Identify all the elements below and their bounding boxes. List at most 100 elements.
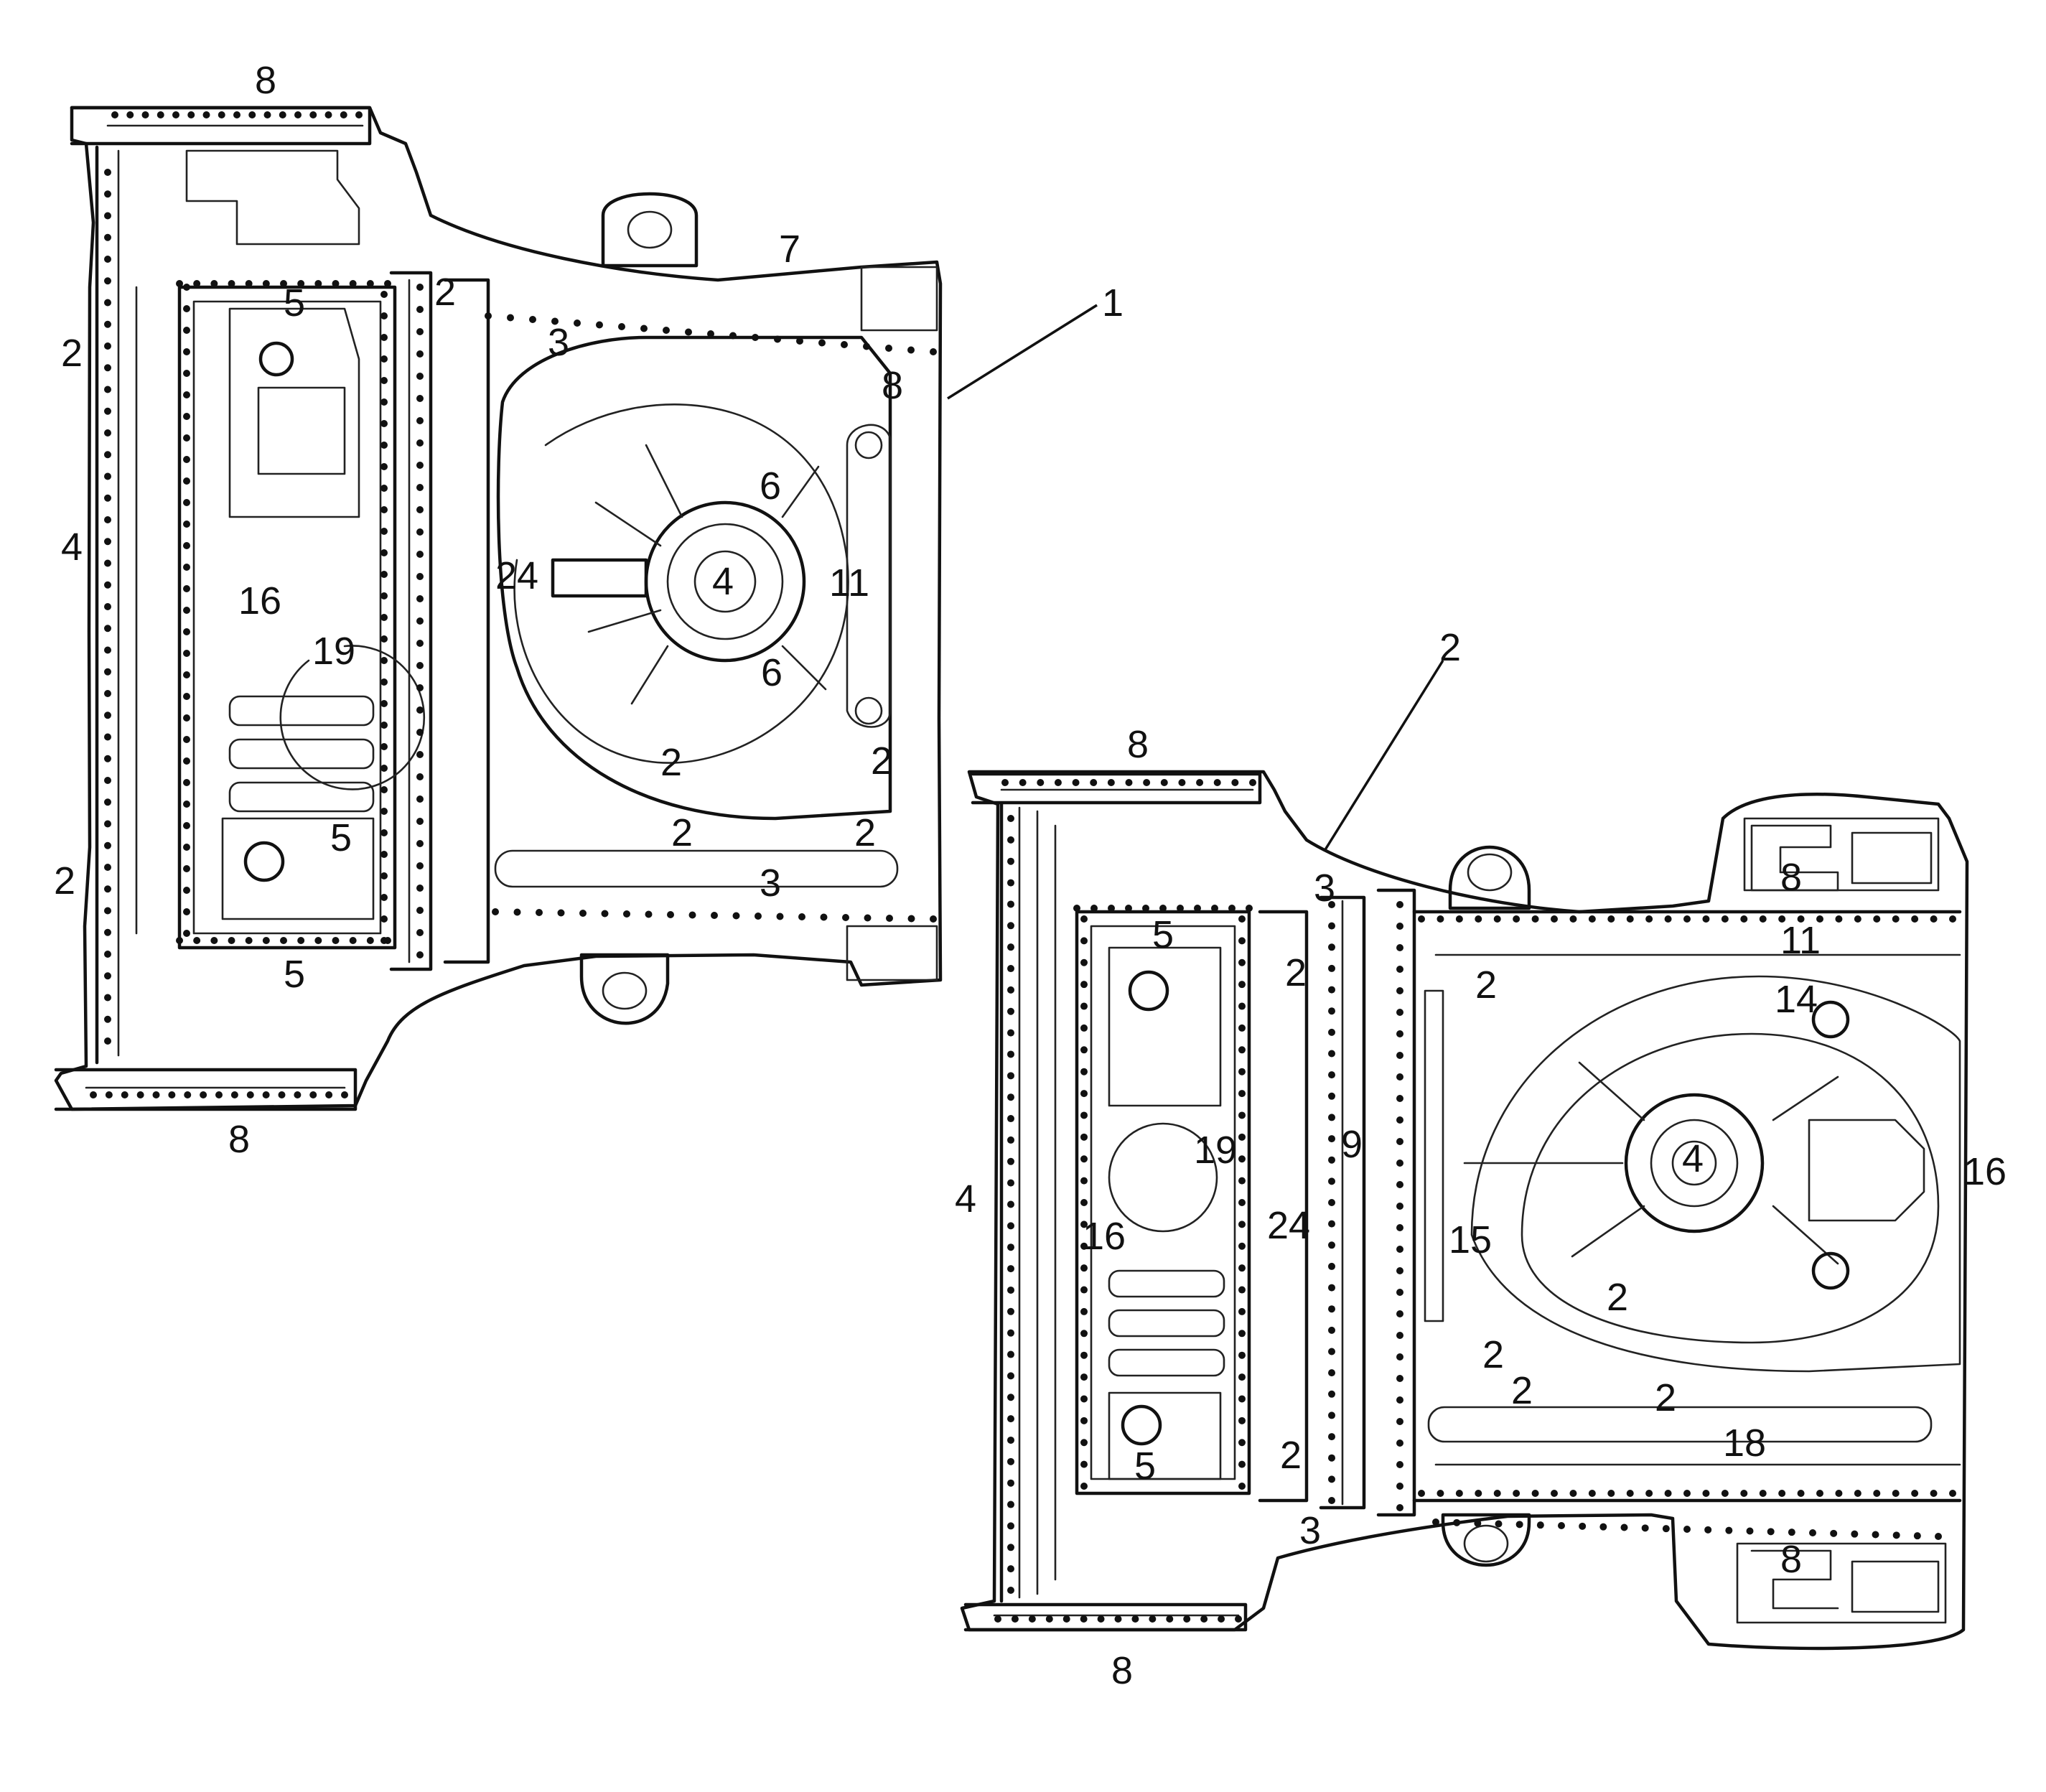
weld-point [332,280,340,287]
weld-point [1011,1615,1019,1623]
weld-point [105,1091,113,1098]
weld-point [1328,1326,1335,1334]
weld-point [1073,905,1080,912]
callout-label: 9 [1341,1123,1363,1166]
weld-point [1080,1373,1088,1381]
weld-point [416,729,424,736]
weld-point [1854,1490,1862,1497]
weld-point [1746,1527,1754,1535]
weld-point [1007,1565,1014,1573]
weld-point [278,1091,286,1098]
weld-point [104,472,111,480]
weld-point [1007,1479,1014,1487]
weld-point [755,913,762,920]
weld-point [416,439,424,447]
weld-point [1200,1615,1208,1623]
weld-point [104,994,111,1002]
weld-point [1080,915,1088,923]
weld-point [416,484,424,491]
weld-point [707,330,714,337]
weld-point [1238,958,1246,966]
weld-point [1246,905,1253,912]
weld-point [183,930,190,937]
weld-point [1080,1242,1088,1250]
weld-point [183,779,190,786]
weld-point [1396,901,1403,908]
weld-point [1515,1521,1523,1529]
weld-point [380,657,388,664]
weld-point [1080,1286,1088,1294]
weld-point [104,233,111,241]
weld-point [183,650,190,657]
weld-point [141,111,149,118]
weld-point [152,1091,160,1098]
weld-point [1080,1460,1088,1468]
weld-point [1090,779,1098,786]
weld-point [1097,1615,1105,1623]
weld-point [1930,1490,1938,1497]
callout-label: 3 [548,321,569,364]
weld-point [1455,1490,1463,1497]
weld-point [1911,1490,1919,1497]
weld-point [380,549,388,556]
weld-point [380,485,388,492]
weld-point [1238,981,1246,989]
weld-point [380,355,388,363]
weld-point [416,706,424,714]
weld-point [994,1615,1001,1623]
weld-point [416,462,424,469]
weld-point [380,398,388,406]
weld-point [1396,1267,1403,1274]
lr-bottom-loop-bracket [1441,1513,1531,1567]
weld-point [529,316,536,323]
weld-point [1007,1307,1014,1315]
weld-point [1328,1475,1335,1483]
weld-point [1007,1243,1014,1251]
weld-point [1558,1522,1565,1529]
weld-point [1007,900,1014,908]
weld-point [1328,1305,1335,1313]
weld-point [1238,1395,1246,1403]
weld-point [104,212,111,220]
weld-point [1396,1009,1403,1016]
weld-point [618,323,625,330]
weld-point [1797,915,1805,923]
weld-point [294,1091,302,1098]
weld-point [314,937,322,944]
weld-point [279,111,286,118]
weld-point [380,463,388,470]
weld-point [104,907,111,915]
weld-point [864,914,872,922]
weld-point [210,280,218,287]
weld-point [380,765,388,772]
weld-point [1019,779,1027,786]
weld-point [104,841,111,849]
weld-point [557,909,565,917]
weld-point [1683,1526,1691,1533]
weld-point [193,937,201,944]
weld-point [416,862,424,869]
weld-point [416,506,424,513]
weld-point [314,280,322,287]
weld-point [1396,1224,1403,1231]
weld-point [104,169,111,176]
weld-point [1194,905,1201,912]
weld-point [1396,944,1403,951]
lower-right-outline [960,770,1969,1651]
weld-point [1080,1090,1088,1098]
weld-point [1007,1136,1014,1144]
weld-point [380,635,388,643]
weld-point [1607,1490,1615,1497]
weld-point [183,671,190,678]
callout-label: 16 [1963,1150,2007,1193]
weld-point [355,111,363,118]
weld-point [1328,1241,1335,1249]
weld-point [1007,815,1014,822]
weld-point [1007,1222,1014,1230]
weld-point [1854,915,1862,923]
callout-label: 5 [1152,913,1174,956]
weld-point [325,1091,333,1098]
weld-point [1873,1490,1881,1497]
weld-point [416,907,424,914]
lr-spare-tire-well [1463,975,1961,1373]
